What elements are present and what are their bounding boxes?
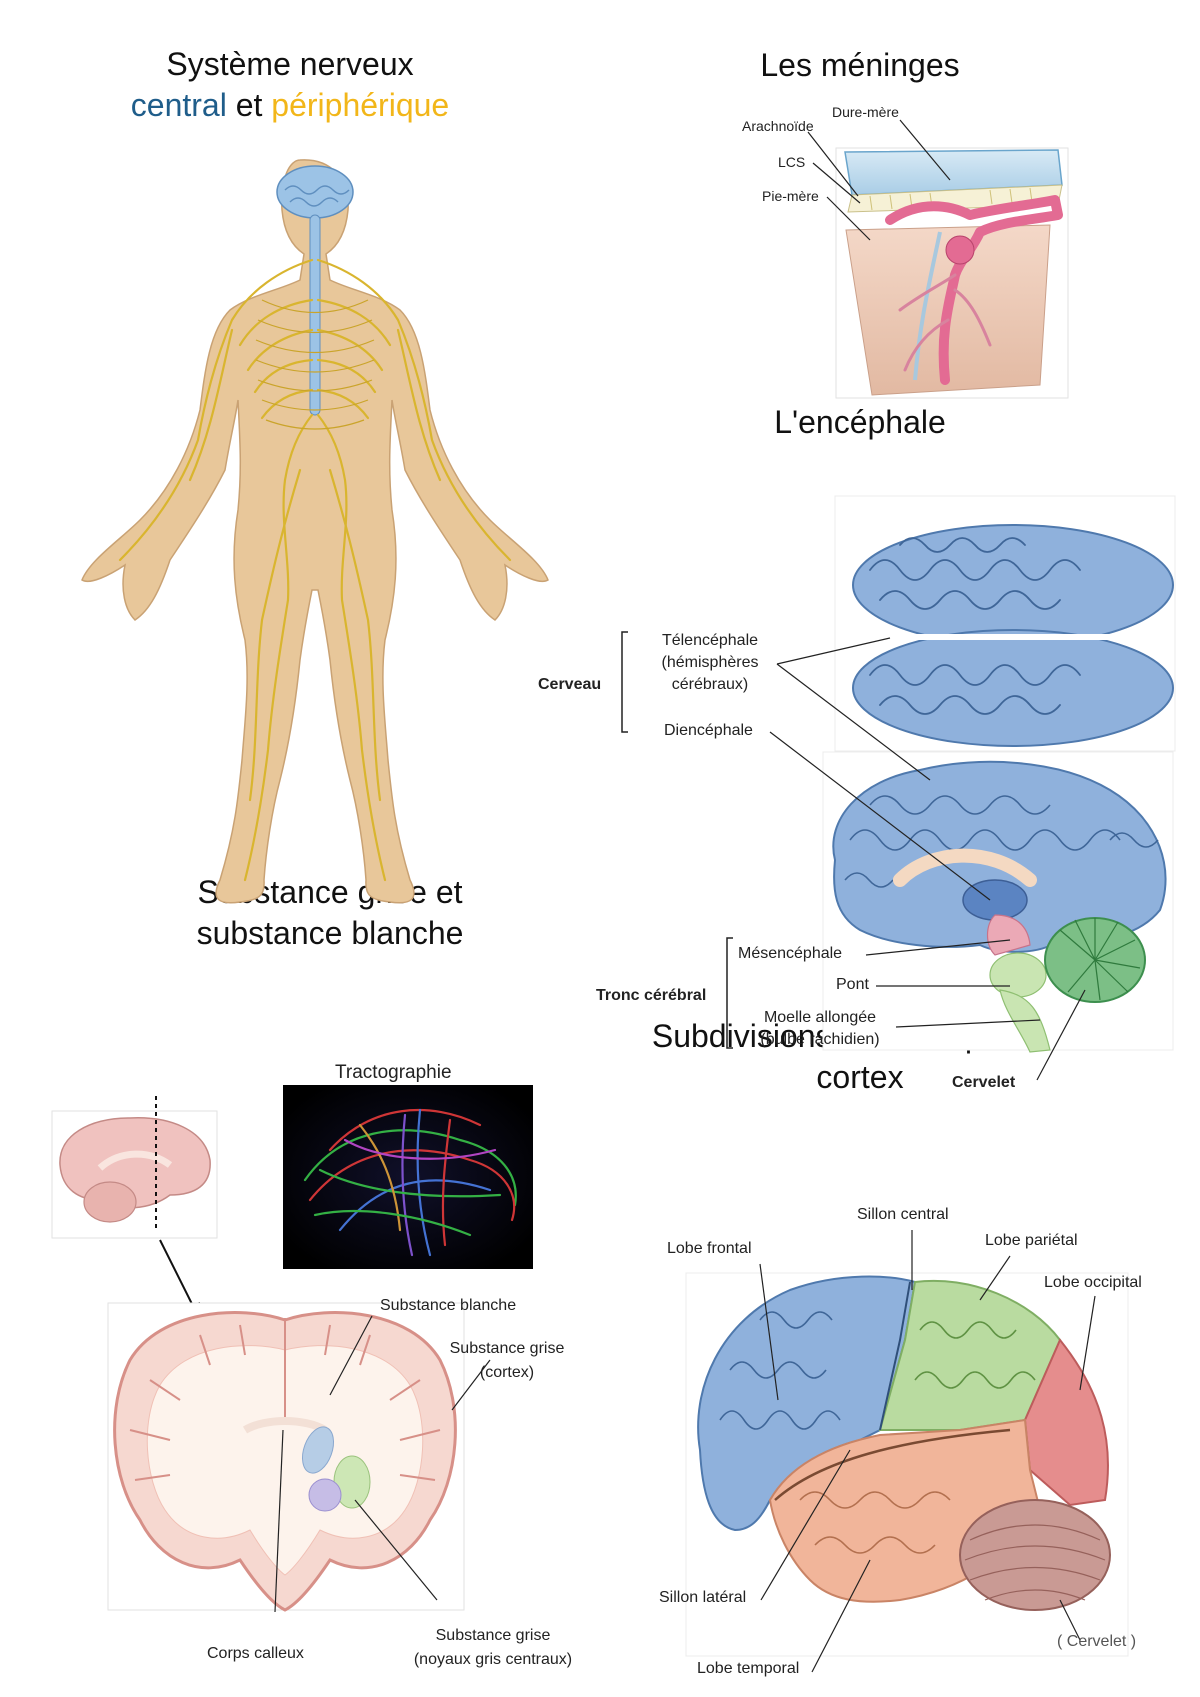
- label-diencephale: Diencéphale: [664, 722, 753, 739]
- label-sillon-central: Sillon central: [857, 1206, 949, 1223]
- parietal-gyri: [914, 1321, 1036, 1389]
- occipital-lobe: [1023, 1338, 1109, 1507]
- cerebellum-folia: [1059, 918, 1141, 1001]
- sagittal-gyri: [844, 795, 1159, 888]
- meninges-title: Les méninges: [760, 47, 960, 83]
- label-pie-mere: Pie-mère: [762, 188, 819, 204]
- label-substance-blanche: Substance blanche: [380, 1297, 517, 1314]
- label-arachnoide: Arachnoïde: [742, 118, 814, 134]
- peripheral-nerves: [118, 258, 512, 882]
- label-moelle-1: Moelle allongée: [763, 1009, 877, 1026]
- label-moelle-2: (bulbe rachidien): [760, 1031, 880, 1048]
- label-pont: Pont: [836, 976, 869, 993]
- blood-vessel-branch: [898, 273, 992, 372]
- label-telencephale-3: cérébraux): [671, 676, 749, 693]
- label-lobe-temporal: Lobe temporal: [697, 1660, 800, 1677]
- encephale-pointers: [769, 637, 1086, 1081]
- thumbnail-cerebellum: [83, 1181, 137, 1223]
- brain-folds: [284, 185, 350, 195]
- label-lobe-parietal: Lobe pariétal: [985, 1232, 1078, 1249]
- gyri-top: [869, 537, 1081, 715]
- nervous-system-title: Système nerveux central et périphérique: [70, 44, 510, 126]
- body-silhouette: [81, 159, 549, 904]
- et-word: et: [235, 87, 263, 123]
- substance-pointers: [274, 1315, 491, 1613]
- label-grise-noyaux-1: Substance grise: [435, 1627, 551, 1644]
- label-grise-cortex: Substance grise (cortex): [432, 1337, 582, 1385]
- coronal-sulci: [129, 1324, 441, 1481]
- corpus-callosum-arc: [893, 848, 1037, 887]
- label-grise-noyaux-2: (noyaux gris centraux): [413, 1651, 573, 1668]
- label-lobe-frontal: Lobe frontal: [667, 1240, 752, 1257]
- basal-ganglia-purple: [308, 1478, 342, 1512]
- brain-folds-2: [289, 197, 339, 207]
- coronal-corpus-callosum: [242, 1417, 328, 1434]
- label-cervelet: Cervelet: [952, 1074, 1016, 1091]
- hemisphere-bottom: [852, 629, 1174, 747]
- label-cortex-cervelet: ( Cervelet ): [1057, 1633, 1137, 1650]
- tractography-image: [283, 1085, 533, 1269]
- encephale-brackets: [621, 631, 733, 1049]
- central-sulcus-line: [879, 1281, 911, 1431]
- spinal-cord: [309, 214, 321, 416]
- encephale-title: L'encéphale: [774, 404, 946, 440]
- label-grise-cortex-2: (cortex): [479, 1364, 535, 1381]
- coronal-white-matter: [146, 1345, 424, 1576]
- meninges-illustration: [807, 119, 1069, 399]
- cortex-pointers: [759, 1230, 1096, 1673]
- thumbnail-callosum: [97, 1150, 173, 1171]
- temporal-gyri: [799, 1491, 951, 1554]
- label-corps-calleux: Corps calleux: [207, 1645, 304, 1662]
- lateral-sulcus-line: [774, 1428, 1011, 1501]
- label-lobe-occipital: Lobe occipital: [1044, 1274, 1142, 1291]
- label-telencephale-2: (hémisphères: [661, 654, 759, 671]
- nervous-system-title-line2: central et périphérique: [70, 85, 510, 126]
- label-dure-mere: Dure-mère: [832, 104, 899, 120]
- peripheral-word: périphérique: [271, 87, 450, 123]
- label-cerveau: Cerveau: [538, 676, 602, 693]
- label-telencephale: Télencéphale (hémisphères cérébraux): [640, 630, 780, 696]
- sulcus: [913, 231, 942, 381]
- mesencephale-shape: [986, 914, 1031, 956]
- tractography-fibers: [303, 1108, 517, 1257]
- label-tractographie: Tractographie: [335, 1062, 452, 1083]
- blood-vessel: [885, 195, 1063, 385]
- cortex-gyri: [719, 1311, 841, 1430]
- pons-shape: [989, 952, 1047, 998]
- central-word: central: [130, 87, 227, 123]
- intercostal-nerves: [255, 299, 375, 430]
- substance-illustration: [51, 1085, 533, 1613]
- meninges-pointers: [807, 119, 951, 241]
- label-sillon-lateral: Sillon latéral: [659, 1589, 747, 1606]
- nervous-system-title-line1: Système nerveux: [166, 46, 414, 82]
- label-mesencephale: Mésencéphale: [738, 945, 843, 962]
- cortex-title-line2: cortex: [816, 1059, 904, 1095]
- vessel-bulge: [945, 235, 975, 265]
- ventricle: [301, 1426, 335, 1474]
- human-body-figure: [81, 159, 549, 904]
- substance-title-line2: substance blanche: [196, 915, 464, 951]
- label-grise-cortex-1: Substance grise: [449, 1340, 565, 1357]
- cortex-illustration: [685, 1230, 1129, 1673]
- cortex-cerebellum-folia: [964, 1524, 1106, 1601]
- thumbnail-arrow: [159, 1239, 197, 1313]
- cortex-cerebellum: [959, 1499, 1111, 1611]
- label-tronc-cerebral: Tronc cérébral: [596, 987, 707, 1004]
- encephale-illustration: [621, 495, 1176, 1081]
- label-lcs: LCS: [778, 154, 806, 170]
- label-grise-noyaux: Substance grise (noyaux gris centraux): [388, 1624, 598, 1672]
- label-moelle: Moelle allongée (bulbe rachidien): [740, 1007, 900, 1051]
- label-telencephale-1: Télencéphale: [661, 632, 759, 649]
